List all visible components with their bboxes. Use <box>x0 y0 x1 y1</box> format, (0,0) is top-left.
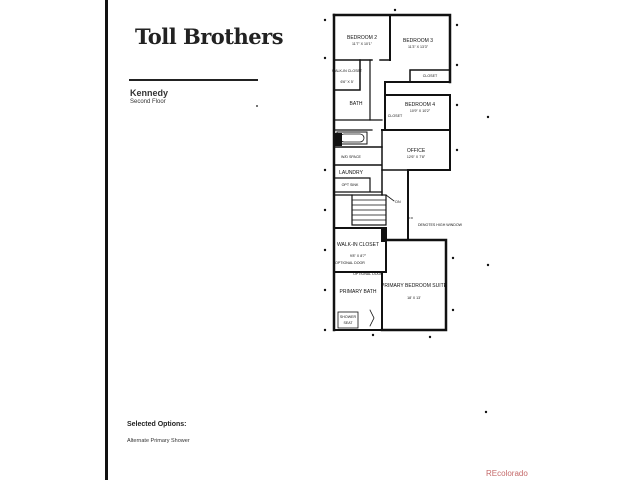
selected-option-item: Alternate Primary Shower <box>127 438 190 444</box>
bedroom-4-dims: 10'9" X 10'2" <box>410 109 431 113</box>
wd-space-label: W/D SPACE <box>341 155 362 159</box>
primary-bath-label: PRIMARY BATH <box>340 289 377 295</box>
bedroom-2-label: BEDROOM 2 <box>347 35 377 41</box>
optional-door-label-2: OPTIONAL DOOR <box>353 272 383 276</box>
opt-sink-label: OPT SINK <box>342 183 359 187</box>
bedroom-2-dims: 11'7" X 10'1" <box>352 42 373 46</box>
bedroom-4-label: BEDROOM 4 <box>405 102 435 108</box>
sidebar-divider <box>105 0 108 480</box>
floor-label: Second Floor <box>130 99 166 105</box>
bedroom-3-dims: 11'3" X 13'3" <box>408 45 429 49</box>
shower-label: SHOWER <box>340 315 357 319</box>
brand-logo: Toll Brothers <box>135 24 284 49</box>
bedroom-4-closet-label: CLOSET <box>388 114 403 118</box>
high-window-note: DENOTES HIGH WINDOW <box>418 223 463 227</box>
primary-walk-in-closet-label: WALK-IN CLOSET <box>337 242 379 248</box>
stair-down-label: DN <box>395 200 401 204</box>
office-label: OFFICE <box>407 148 426 154</box>
title-divider <box>129 79 258 81</box>
watermark: REcolorado <box>486 469 528 478</box>
office-dims: 12'6" X 7'8" <box>407 155 426 159</box>
walk-in-closet-label: WALK-IN CLOSET <box>332 69 363 73</box>
laundry-label: LAUNDRY <box>339 170 363 176</box>
bath-label: BATH <box>350 101 363 107</box>
primary-walk-in-closet-dims: 9'8" X 8'7" <box>350 254 367 258</box>
plan-name: Kennedy <box>130 88 169 98</box>
optional-door-label: OPTIONAL DOOR <box>335 261 365 265</box>
bedroom-3-closet-label: CLOSET <box>423 74 438 78</box>
bedroom-3-label: BEDROOM 3 <box>403 38 433 44</box>
seat-label: SEAT <box>343 321 353 325</box>
walk-in-closet-dims: 6'6" X 5' <box>340 80 353 84</box>
selected-options-title: Selected Options: <box>127 421 187 428</box>
primary-suite-dims: 18' X 13' <box>407 296 421 300</box>
primary-suite-label: PRIMARY BEDROOM SUITE <box>381 283 448 289</box>
